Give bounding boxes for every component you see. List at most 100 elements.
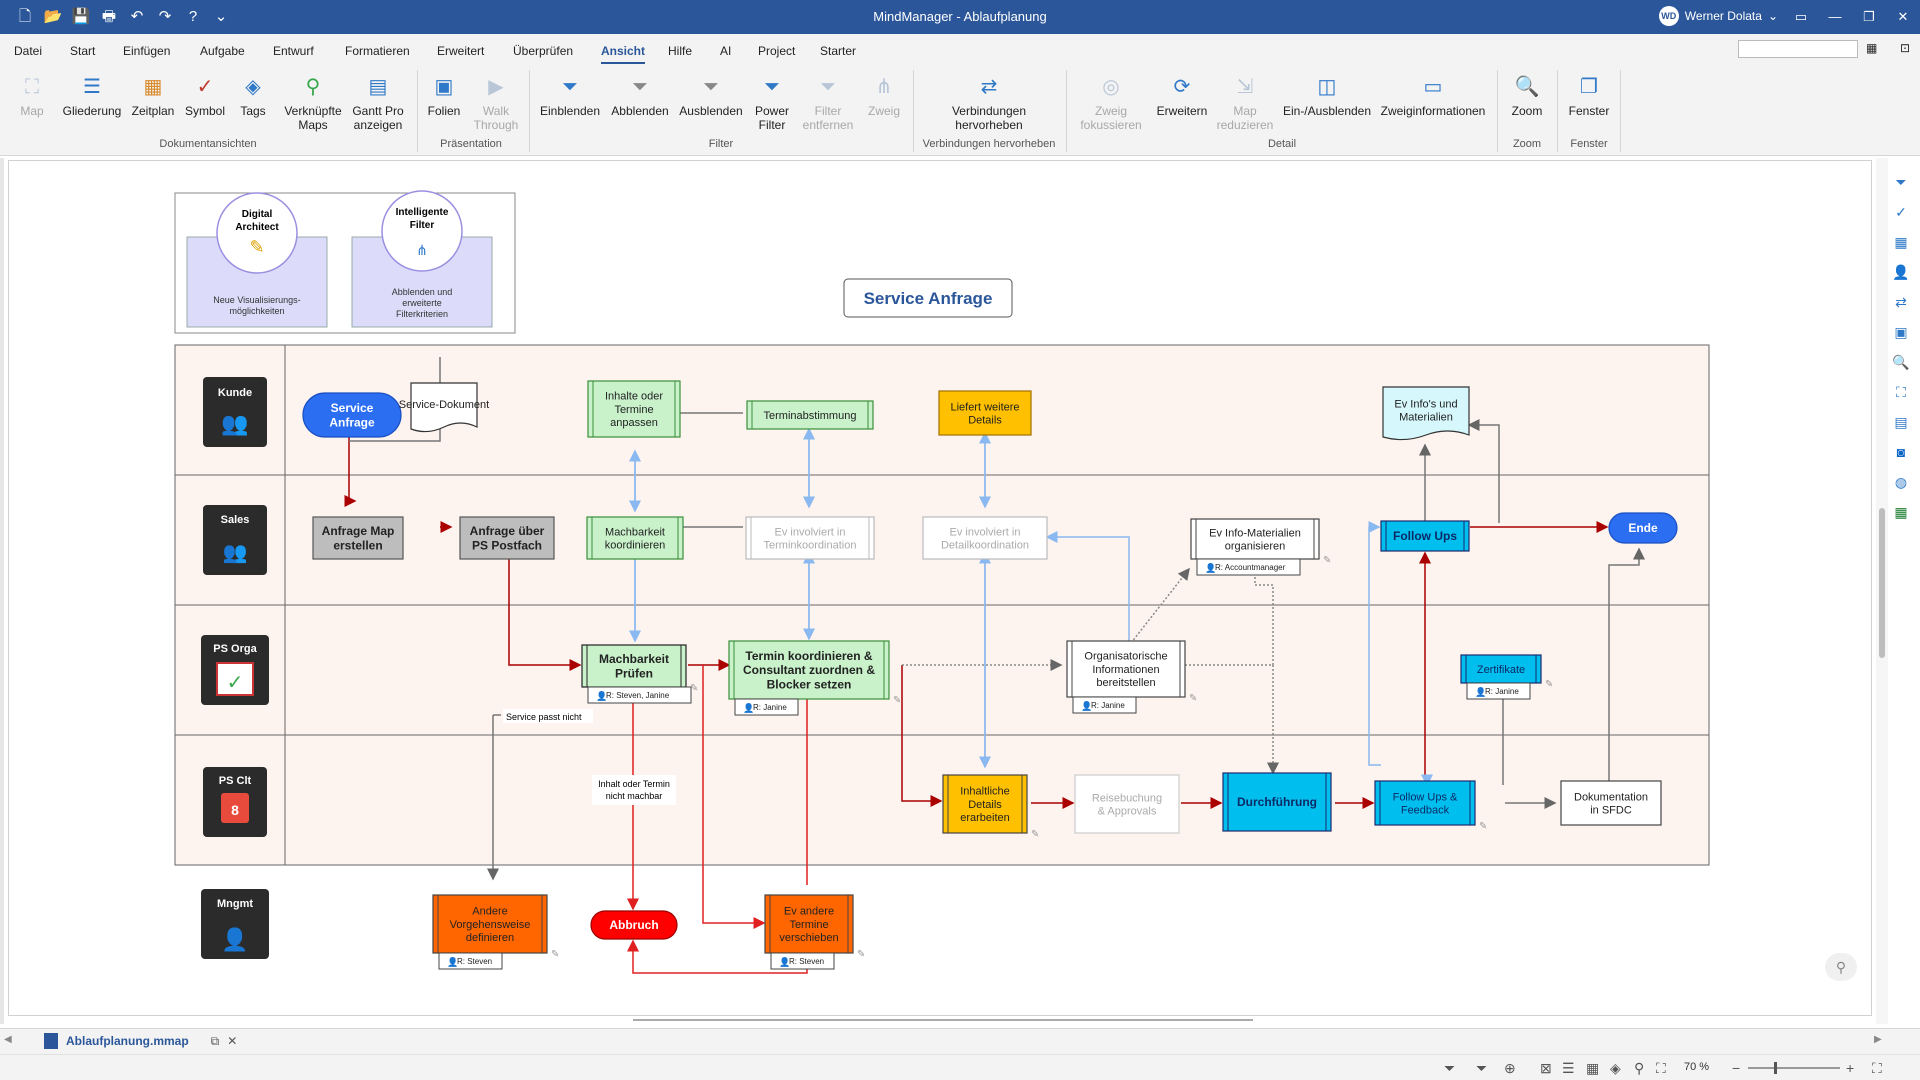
zoom-button[interactable]: 🔍Zoom: [1511, 76, 1543, 118]
filter-entfernen-button[interactable]: ⏷Filter entfernen: [802, 76, 854, 132]
zoom-in-icon[interactable]: +: [1846, 1060, 1855, 1076]
zoom-slider[interactable]: [1748, 1062, 1840, 1074]
task-panel-icon[interactable]: ▦: [1894, 234, 1908, 250]
library-panel-icon[interactable]: ▣: [1894, 324, 1908, 340]
location-pin-button[interactable]: ⚲: [1825, 953, 1857, 981]
outline-view-icon[interactable]: ☰: [1562, 1060, 1575, 1076]
menu-starter[interactable]: Starter: [820, 44, 857, 58]
einblenden-button[interactable]: ⏷Einblenden: [539, 76, 601, 118]
resource-tag[interactable]: 👤R: Steven, Janine✎: [587, 683, 698, 704]
filter-status-icon[interactable]: ⏷: [1444, 1060, 1456, 1076]
verbindungen-hervorheben-button[interactable]: ⇄Verbindungen hervorheben: [951, 76, 1027, 132]
resource-tag[interactable]: 👤R: Accountmanager✎: [1196, 555, 1331, 576]
close-view-icon[interactable]: ⊠: [1540, 1060, 1552, 1076]
linked-view-icon[interactable]: ⚲: [1634, 1060, 1645, 1076]
customize-chevron-icon[interactable]: ⌄: [214, 8, 228, 25]
browser-icon[interactable]: ◍: [1894, 474, 1908, 490]
relationships-panel-icon[interactable]: ⇄: [1895, 294, 1907, 310]
menu-ueberpruefen[interactable]: Überprüfen: [513, 44, 574, 58]
symbol-button[interactable]: ✓Symbol: [184, 76, 226, 118]
node-follow-ups-feedback[interactable]: Follow Ups &Feedback: [1374, 780, 1476, 826]
lane-header-ps-orga[interactable]: PS Orga ✓: [201, 635, 269, 705]
close-tab-icon[interactable]: ✕: [227, 1034, 238, 1048]
redo-icon[interactable]: ↷: [158, 8, 172, 25]
map-button[interactable]: ⛶Map: [20, 76, 44, 118]
resource-tag[interactable]: 👤R: Steven✎: [438, 949, 559, 970]
menu-formatieren[interactable]: Formatieren: [345, 44, 410, 58]
verknuepfte-maps-button[interactable]: ⚲Verknüpfte Maps: [284, 76, 342, 132]
topic-add-icon[interactable]: ⊕: [1504, 1060, 1516, 1076]
resource-tag[interactable]: 👤R: Steven✎: [770, 949, 865, 970]
outlook-icon[interactable]: ◙: [1896, 444, 1906, 460]
lane-header-mngmt[interactable]: Mngmt 👤: [201, 889, 269, 959]
fit-view-icon[interactable]: ⛶: [1656, 1060, 1666, 1076]
zweig-fokussieren-button[interactable]: ◎Zweig fokussieren: [1080, 76, 1142, 132]
ausblenden-button[interactable]: ⏷Ausblenden: [679, 76, 743, 118]
undo-icon[interactable]: ↶: [130, 8, 144, 25]
node-abbruch[interactable]: Abbruch: [590, 910, 678, 940]
ein-ausblenden-button[interactable]: ◫Ein-/Ausblenden: [1282, 76, 1372, 118]
map-reduzieren-button[interactable]: ⇲Map reduzieren: [1216, 76, 1274, 132]
walk-through-button[interactable]: ▶Walk Through: [473, 76, 519, 132]
restore-icon[interactable]: ❐: [1863, 9, 1875, 24]
zoom-out-icon[interactable]: −: [1732, 1060, 1741, 1076]
collapse-ribbon-icon[interactable]: ⊡: [1900, 41, 1911, 55]
zweiginformationen-button[interactable]: ▭Zweiginformationen: [1380, 76, 1486, 118]
fit-map-icon[interactable]: ⛶: [1872, 1060, 1882, 1076]
menu-aufgabe[interactable]: Aufgabe: [200, 44, 245, 58]
zeitplan-button[interactable]: ▦Zeitplan: [131, 76, 175, 118]
node-zertifikate[interactable]: Zertifikate: [1460, 654, 1542, 684]
menu-erweitert[interactable]: Erweitert: [437, 44, 485, 58]
node-termin-koordinieren[interactable]: Termin koordinieren &Consultant zuordnen…: [728, 640, 890, 700]
menu-datei[interactable]: Datei: [14, 44, 43, 58]
zoom-slider-knob[interactable]: [1774, 1062, 1777, 1074]
print-icon[interactable]: 🖶: [101, 8, 117, 25]
open-folder-icon[interactable]: 📂: [43, 8, 63, 25]
map-index-icon[interactable]: ⛶: [1896, 384, 1906, 400]
filter-panel-icon[interactable]: ⏷: [1895, 174, 1907, 190]
lane-header-ps-clt[interactable]: PS Clt 8: [203, 767, 267, 837]
minimize-icon[interactable]: —: [1828, 9, 1842, 24]
gantt-pro-button[interactable]: ▤Gantt Pro anzeigen: [352, 76, 404, 132]
menu-einfuegen[interactable]: Einfügen: [123, 44, 171, 58]
help-icon[interactable]: ?: [188, 8, 198, 25]
lane-header-sales[interactable]: Sales 👥: [203, 505, 267, 575]
gliederung-button[interactable]: ☰Gliederung: [62, 76, 122, 118]
close-icon[interactable]: ✕: [1897, 9, 1909, 24]
power-filter-button[interactable]: ⏷Power Filter: [754, 76, 789, 132]
resource-tag[interactable]: 👤R: Janine✎: [1466, 679, 1553, 700]
menu-hilfe[interactable]: Hilfe: [668, 44, 693, 58]
fenster-button[interactable]: ❐Fenster: [1568, 76, 1610, 118]
lane-header-kunde[interactable]: Kunde 👥: [203, 377, 267, 447]
scrollbar-thumb[interactable]: [1879, 508, 1885, 658]
menu-ansicht[interactable]: Ansicht: [601, 44, 646, 64]
resource-tag[interactable]: 👤R: Janine✎: [1072, 693, 1197, 714]
tags-button[interactable]: ◈Tags: [240, 76, 266, 118]
notes-panel-icon[interactable]: ▤: [1894, 414, 1908, 430]
menu-ai[interactable]: AI: [720, 44, 732, 58]
excel-icon[interactable]: ▦: [1894, 504, 1908, 520]
resources-panel-icon[interactable]: 👤: [1892, 264, 1910, 280]
node-follow-ups[interactable]: Follow Ups: [1380, 520, 1470, 552]
schedule-view-icon[interactable]: ▦: [1586, 1060, 1600, 1076]
search-input[interactable]: [1738, 40, 1858, 58]
node-reisebuchung[interactable]: Reisebuchung& Approvals: [1074, 774, 1180, 834]
resource-tag[interactable]: 👤R: Janine✎: [734, 695, 901, 716]
markers-panel-icon[interactable]: ✓: [1895, 204, 1907, 220]
vertical-scrollbar[interactable]: [1876, 158, 1888, 1024]
